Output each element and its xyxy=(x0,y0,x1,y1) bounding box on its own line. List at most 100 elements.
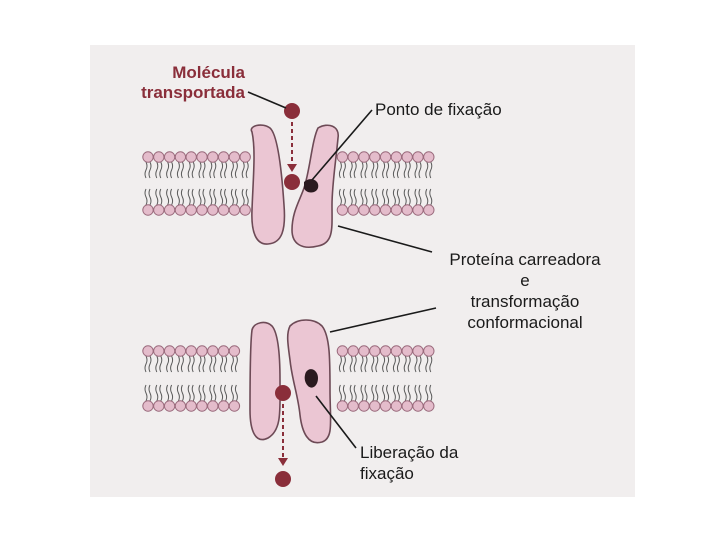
lipid-head xyxy=(142,400,154,412)
lipid-tail xyxy=(198,188,202,206)
lipid-head xyxy=(358,345,370,357)
lipid-tail xyxy=(386,161,390,179)
lipid-tail xyxy=(224,384,228,402)
lipid-head xyxy=(163,400,176,412)
lipid-tail xyxy=(209,384,213,402)
lipid-head xyxy=(196,345,208,357)
lipid-tail xyxy=(198,355,202,373)
lipid-tail xyxy=(176,355,180,373)
lipid-tail xyxy=(425,161,429,179)
lipid-tail xyxy=(382,384,386,402)
lipid-tail xyxy=(349,161,353,179)
lipid-tail xyxy=(176,161,180,179)
lipid-tail xyxy=(407,161,411,179)
transported-molecule-top-outside xyxy=(284,103,300,119)
lipid-tail xyxy=(364,384,368,402)
lipid-head xyxy=(185,345,197,357)
lipid-head xyxy=(423,345,435,357)
lipid-head xyxy=(207,204,219,216)
lipid-head xyxy=(207,345,219,357)
lipid-tail xyxy=(159,355,163,373)
lipid-tail xyxy=(202,355,206,373)
lipid-tail xyxy=(213,384,217,402)
lipid-head xyxy=(163,204,176,216)
lipid-head xyxy=(174,204,187,216)
lipid-tail xyxy=(245,188,249,206)
lipid-tail xyxy=(230,384,234,402)
lipid-head xyxy=(153,204,165,216)
lipid-tail xyxy=(220,355,224,373)
lipid-head xyxy=(379,400,392,412)
lipid-tail xyxy=(360,188,364,206)
lipid-tail xyxy=(148,161,152,179)
lipid-tail xyxy=(407,188,411,206)
lipid-head xyxy=(142,345,154,357)
lipid-tail xyxy=(414,355,418,373)
lipid-tail xyxy=(191,355,195,373)
lipid-head xyxy=(163,151,176,163)
lipid-tail xyxy=(392,355,396,373)
lipid-head xyxy=(390,400,403,412)
lipid-head xyxy=(379,204,392,216)
lipid-tail xyxy=(396,355,400,373)
lipid-tail xyxy=(407,355,411,373)
arrow-head-bottom xyxy=(278,458,288,466)
lipid-tail xyxy=(241,188,245,206)
lipid-tail xyxy=(213,161,217,179)
lipid-tail xyxy=(360,355,364,373)
arrow-head-top xyxy=(287,164,297,172)
lipid-tail xyxy=(353,384,357,402)
lipid-tail xyxy=(396,161,400,179)
label-binding-point: Ponto de fixação xyxy=(375,100,502,119)
lipid-head xyxy=(358,151,370,163)
lipid-tail xyxy=(403,188,407,206)
lipid-tail xyxy=(414,161,418,179)
lipid-tail xyxy=(166,384,170,402)
lipid-tail xyxy=(148,355,152,373)
lipid-tail xyxy=(338,161,342,179)
label-release-line2: fixação xyxy=(360,464,414,483)
lipid-tail xyxy=(403,384,407,402)
lipid-head xyxy=(369,151,381,163)
lipid-tail xyxy=(241,161,245,179)
lipid-tail xyxy=(187,188,191,206)
lipid-tail xyxy=(386,188,390,206)
lipid-tail xyxy=(418,188,422,206)
lipid-tail xyxy=(209,161,213,179)
transported-molecule-bottom-released xyxy=(275,385,291,401)
lipid-tail xyxy=(245,161,249,179)
lipid-head xyxy=(185,151,197,163)
lipid-tail xyxy=(371,188,375,206)
lipid-head xyxy=(412,400,424,412)
lipid-tail xyxy=(407,384,411,402)
lipid-tail xyxy=(166,355,170,373)
lipid-tail xyxy=(375,188,379,206)
lipid-tail xyxy=(353,188,357,206)
membrane-bottom xyxy=(142,345,435,412)
lipid-tail xyxy=(375,384,379,402)
lipid-head xyxy=(239,151,251,163)
lipid-head xyxy=(217,204,230,216)
lipid-head xyxy=(336,151,349,163)
lipid-tail xyxy=(220,161,224,179)
lipid-head xyxy=(369,345,381,357)
lipid-head xyxy=(401,345,413,357)
lipid-tail xyxy=(148,188,152,206)
lipid-tail xyxy=(230,161,234,179)
lipid-tail xyxy=(187,384,191,402)
lipid-heads-bottom-row xyxy=(142,204,435,216)
lipid-tail xyxy=(180,384,184,402)
lipid-tail xyxy=(382,355,386,373)
lipid-tail xyxy=(170,355,174,373)
lipid-head xyxy=(228,345,241,357)
lipid-tail xyxy=(414,188,418,206)
lipid-tail xyxy=(209,355,213,373)
lipid-head xyxy=(153,151,165,163)
membrane-top xyxy=(142,151,435,216)
lipid-head xyxy=(423,400,435,412)
lipid-tail xyxy=(155,355,159,373)
lipid-head xyxy=(379,345,392,357)
lipid-tail xyxy=(392,188,396,206)
label-release-line1: Liberação da xyxy=(360,443,459,462)
lipid-tail xyxy=(176,188,180,206)
